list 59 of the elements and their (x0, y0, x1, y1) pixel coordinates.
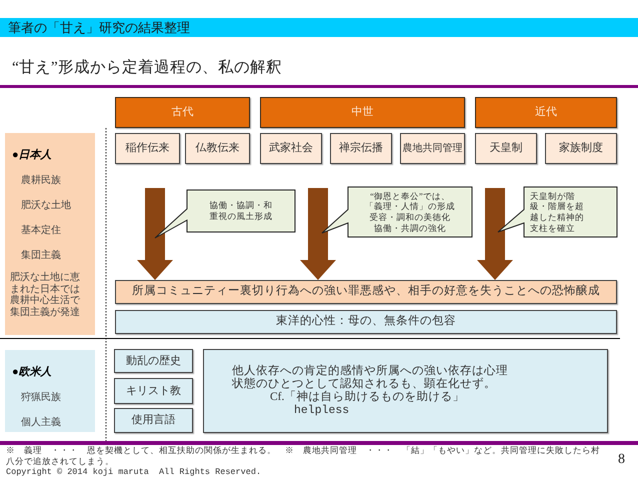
box-label: 農地共同管理 (402, 142, 462, 154)
era-box (260, 97, 465, 128)
era-box (475, 97, 617, 128)
era-label: 古代 (172, 106, 194, 119)
box-label: Cf.「神は自ら助けるものを助ける」 (270, 391, 464, 404)
panel-item: 集団主義 (21, 249, 62, 262)
callout-text: 「義理・人情」の形成 (365, 201, 455, 212)
people-panel (5, 133, 95, 335)
box-label: helpless (294, 404, 350, 418)
result-bar (115, 280, 617, 304)
panel-item: 狩猟民族 (21, 391, 62, 404)
box-label: 家族制度 (559, 142, 603, 155)
box-label: キリスト教 (126, 384, 181, 398)
box-label: 動乱の歴史 (126, 354, 181, 368)
callout-text: 協働・協調・和重視の風土形成 (208, 200, 274, 222)
box-label: 仏教伝来 (196, 142, 240, 155)
panel-item: 基本定住 (21, 224, 62, 237)
factor-box (114, 349, 193, 373)
event-box (330, 133, 392, 164)
box-label: 武家社会 (269, 142, 313, 155)
box-label: 禅宗伝播 (339, 142, 383, 155)
block-arrow (477, 188, 513, 280)
conclusion-box (203, 349, 608, 433)
slide-subtitle: “甘え”形成から定着過程の、私の解釈 (12, 59, 283, 78)
box-label: 使用言語 (132, 414, 176, 427)
panel-item: 個人主義 (21, 416, 62, 429)
factor-box (114, 408, 193, 433)
box-label: 他人依存への肯定的感情や所属への強い依存は心理状態のひとつとして認知されるも、顕在化せず。 (232, 364, 509, 390)
event-box (475, 133, 537, 164)
event-box (260, 133, 322, 164)
callout-text: 受容・調和の美徳化 (370, 212, 450, 223)
callout-text: 天皇制が階級・階層を超越した精神的支柱を確立 (530, 190, 585, 234)
people-panel (5, 350, 95, 432)
panel-heading: ●日本人 (12, 149, 53, 162)
block-arrow (137, 188, 173, 280)
callout-text: “御恩と奉公”では、 (370, 190, 450, 202)
footnote-text: ※ 義理 ・・・ 恩を契機として、相互扶助の関係が生まれる。 ※ 農地共同管理 ・・・ 「結」「もやい」など。共同管理に失敗したら村八分で追放されてしまう。 (6, 445, 601, 467)
box-label: 天皇制 (490, 142, 522, 155)
box-label: 稲作伝来 (126, 142, 170, 155)
event-box (185, 133, 250, 164)
copyright-text: Copyright © 2014 koji maruta All Rights Reserved. (6, 467, 262, 478)
box-label: 東洋的心性：母の、無条件の包容 (276, 315, 456, 329)
era-box (115, 97, 250, 128)
header-title: 筆者の「甘え」研究の結果整理 (8, 19, 190, 36)
panel-note: 肥沃な土地に恵まれた日本では農耕中心生活で集団主義が発達 (10, 272, 81, 318)
event-box (400, 133, 465, 164)
block-arrow (300, 188, 336, 280)
factor-box (114, 378, 193, 404)
event-box (115, 133, 180, 164)
event-box (545, 133, 617, 164)
callout-text: 協働・共調の強化 (374, 222, 446, 234)
result-bar (115, 310, 617, 334)
panel-heading: ●欧米人 (12, 366, 53, 379)
panel-item: 肥沃な土地 (21, 199, 72, 212)
panel-item: 農耕民族 (21, 174, 62, 187)
era-label: 中世 (352, 106, 374, 119)
era-label: 近代 (535, 106, 557, 119)
page-number: 8 (618, 452, 626, 469)
box-label: 所属コミュニティー裏切り行為への強い罪悪感や、相手の好意を失うことへの恐怖醸成 (132, 285, 600, 299)
